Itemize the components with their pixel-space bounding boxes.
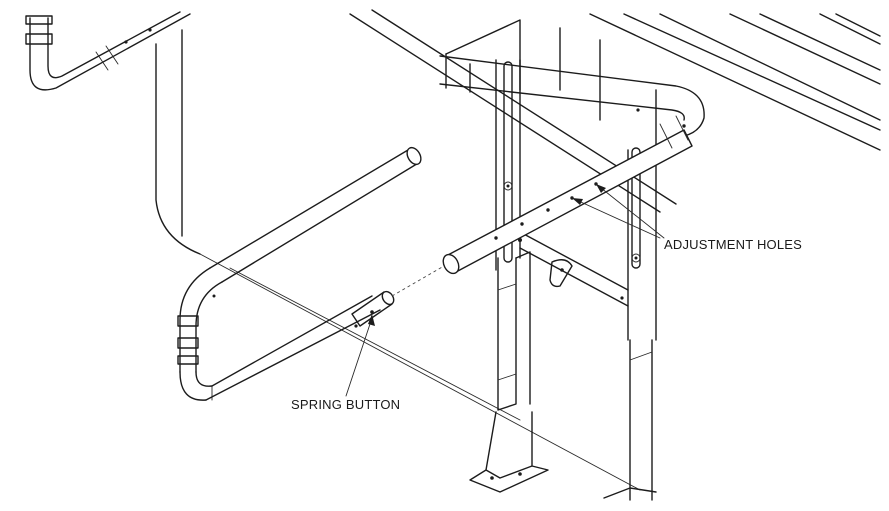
adjustment-holes-leaders <box>571 183 665 239</box>
right-handrail <box>439 55 705 275</box>
u-rail <box>177 146 422 401</box>
cross-brace <box>518 231 629 307</box>
upper-left-rail <box>25 11 191 91</box>
spring-button-label: SPRING BUTTON <box>291 397 401 412</box>
right-post <box>559 27 657 501</box>
frame-lines <box>155 29 641 491</box>
adjustment-holes-label: ADJUSTMENT HOLES <box>664 237 803 252</box>
spring-button-leader <box>345 314 375 397</box>
alignment-line <box>391 265 445 297</box>
